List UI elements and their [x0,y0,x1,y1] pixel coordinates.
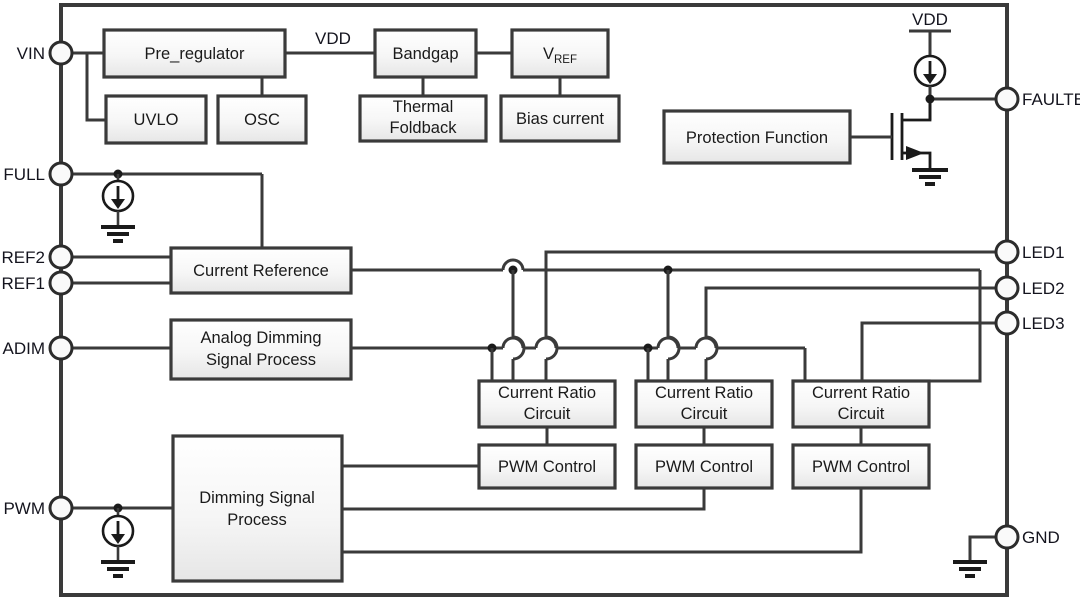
block-current-ratio-1[interactable] [477,379,617,429]
block-current-reference[interactable] [169,246,353,295]
block-label-current-ratio-2-line1: Current Ratio [655,384,753,402]
block-label-pwm-control-3: PWM Control [812,458,910,476]
block-bias-current[interactable] [499,94,621,143]
wire-adim-hop-b1 [656,336,680,349]
block-label-current-ratio-2-line2: Circuit [681,405,728,423]
pin-label-led2: LED2 [1022,279,1065,298]
pin-label-gnd: GND [1022,528,1060,547]
vref-base: V [543,45,554,63]
pin-label-led3: LED3 [1022,314,1065,333]
current-source-full-arrow-head [111,199,125,209]
pin-adim[interactable] [48,335,74,361]
pin-label-pwm: PWM [3,499,45,518]
pin-label-led1: LED1 [1022,243,1065,262]
wire-led2-route [704,286,1007,337]
block-label-analog-dimming-line1: Analog Dimming [200,329,321,347]
wire-led3-route [860,321,1007,381]
wire-adim-hop-b2 [694,336,718,349]
nmos-body-arrow [906,146,924,160]
block-label-current-reference: Current Reference [193,262,329,280]
wire-adim-hop-a2 [534,336,558,349]
wire-dsp-out-3 [342,488,863,554]
block-label-current-ratio-3-line2: Circuit [838,405,885,423]
pin-label-adim: ADIM [3,339,46,358]
ground-nmos [912,163,948,186]
wire-dsp-out-2 [342,488,706,511]
block-osc[interactable] [216,94,308,145]
block-vref[interactable] [510,28,610,79]
block-label-current-ratio-3-line1: Current Ratio [812,384,910,402]
block-bandgap[interactable] [373,28,478,79]
ground-full [101,225,135,243]
pin-led2[interactable] [994,275,1020,301]
net-label-vdd-supply: VDD [912,10,948,29]
pin-ref2[interactable] [48,244,74,270]
current-source-vdd-arrow-head [923,74,937,84]
pin-led1[interactable] [994,239,1020,265]
pin-label-ref2: REF2 [2,248,45,267]
block-label-bandgap: Bandgap [392,45,458,63]
wire-vin-to-uvlo [85,53,106,122]
block-label-thermal-foldback-line1: Thermal [393,98,454,116]
pin-pwm[interactable] [48,495,74,521]
net-label-vdd-left: VDD [315,29,351,48]
block-label-osc: OSC [244,111,280,129]
block-pwm-control-2[interactable] [634,443,774,490]
pin-full[interactable] [48,161,74,187]
block-label-dimming-signal-process-line2: Process [227,511,287,529]
block-label-bias-current: Bias current [516,110,604,128]
block-uvlo[interactable] [104,94,208,145]
wire-adim-hop-a1 [501,336,525,349]
wire-curref-hop-1 [501,258,525,271]
block-current-ratio-2[interactable] [634,379,774,429]
block-label-vref: VREF [543,45,577,66]
block-analog-dimming[interactable] [169,318,353,381]
block-pwm-control-1[interactable] [477,443,617,490]
block-label-current-ratio-1-line1: Current Ratio [498,384,596,402]
pin-gnd[interactable] [994,524,1020,550]
block-label-thermal-foldback-line2: Foldback [390,119,458,137]
pin-faultb[interactable] [994,86,1020,112]
block-pre-regulator[interactable] [102,28,287,79]
block-label-analog-dimming-line2: Signal Process [206,351,316,369]
block-label-protection-function: Protection Function [686,129,828,147]
block-label-pwm-control-2: PWM Control [655,458,753,476]
pin-led3[interactable] [994,310,1020,336]
wire-led1-route [544,250,1007,270]
ground-gnd-pin [953,560,987,578]
block-label-current-ratio-1-line2: Circuit [524,405,571,423]
block-protection-function[interactable] [662,109,852,165]
block-label-pre-regulator: Pre_regulator [145,45,245,63]
pin-label-vin: VIN [17,44,45,63]
block-thermal-foldback[interactable] [358,94,488,143]
block-pwm-control-3[interactable] [791,443,931,490]
block-dimming-signal-process[interactable] [171,434,344,583]
nmos-drain-lead [902,99,932,122]
vref-subscript: REF [554,54,577,66]
pin-label-full: FULL [3,165,45,184]
pin-ref1[interactable] [48,270,74,296]
block-label-dimming-signal-process-line1: Dimming Signal [199,489,315,507]
block-current-ratio-3[interactable] [791,379,931,429]
ground-pwm [101,560,135,578]
current-source-pwm-arrow-head [111,534,125,544]
pin-vin[interactable] [48,40,74,66]
pin-label-ref1: REF1 [2,274,45,293]
block-label-pwm-control-1: PWM Control [498,458,596,476]
block-label-uvlo: UVLO [134,111,179,129]
pin-label-faultb: FAULTB [1022,90,1080,109]
